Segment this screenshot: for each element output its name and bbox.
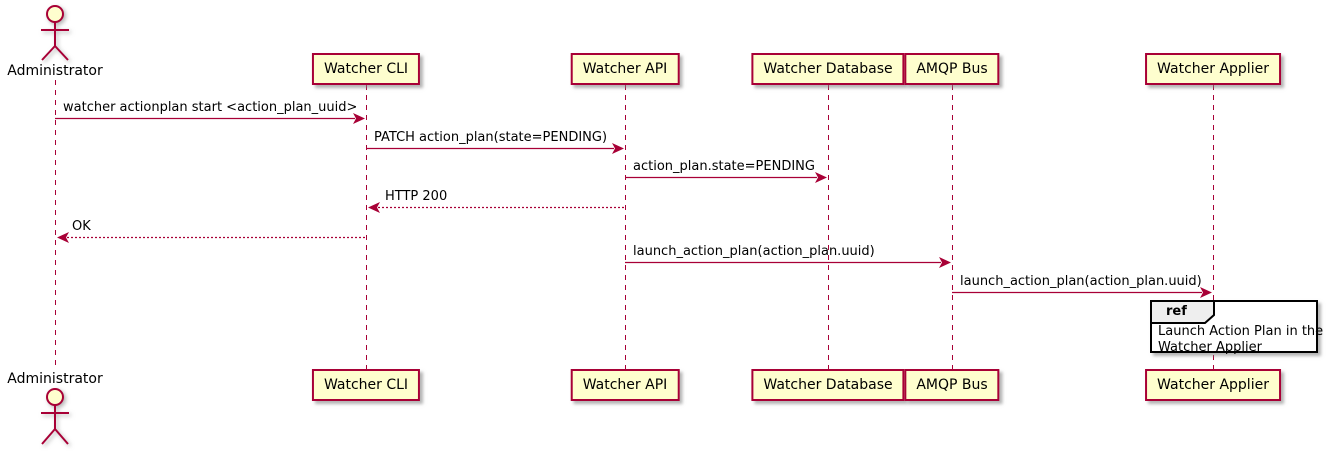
arrowhead-2 (612, 143, 624, 154)
message-label-7: launch_action_plan(action_plan.uuid) (960, 274, 1202, 289)
arrowhead-1 (353, 113, 365, 124)
ref-header-pentagon (1150, 300, 1215, 324)
ref-text-line2: Watcher Applier (1158, 340, 1262, 355)
participant-box-amqp-bus-top: AMQP Bus (904, 53, 1000, 85)
participant-box-watcher-cli-bottom: Watcher CLI (311, 369, 421, 401)
ref-keyword: ref (1166, 304, 1187, 319)
message-label-2: PATCH action_plan(state=PENDING) (374, 130, 608, 145)
message-label-6: launch_action_plan(action_plan.uuid) (633, 244, 875, 259)
arrowhead-3 (815, 172, 827, 183)
participant-box-watcher-applier-top: Watcher Applier (1145, 53, 1281, 85)
actor-label-administrator-bottom: Administrator (7, 371, 103, 387)
message-label-3: action_plan.state=PENDING (633, 159, 815, 174)
lifelines (55, 80, 1214, 369)
participant-box-watcher-applier-bottom: Watcher Applier (1145, 369, 1281, 401)
actor-figure-bottom (41, 388, 69, 445)
arrowhead-6 (939, 257, 951, 268)
participant-box-watcher-database-bottom: Watcher Database (751, 369, 905, 401)
participant-box-watcher-api-top: Watcher API (570, 53, 680, 85)
arrowhead-4 (368, 202, 380, 213)
message-arrows: Watcher CLI (return) --> Administrator (… (55, 113, 1212, 298)
arrowhead-7 (1200, 287, 1212, 298)
participant-box-watcher-database-top: Watcher Database (751, 53, 905, 85)
ref-text-line1: Launch Action Plan in the (1158, 324, 1324, 339)
message-label-4: HTTP 200 (385, 189, 448, 204)
participant-box-watcher-api-bottom: Watcher API (570, 369, 680, 401)
actor-figure-top (41, 5, 69, 61)
participant-box-amqp-bus-bottom: AMQP Bus (904, 369, 1000, 401)
ref-text: Launch Action Plan in the Watcher Applie… (1158, 324, 1323, 356)
arrowhead-5 (57, 232, 69, 243)
message-label-5: OK (72, 219, 91, 234)
participant-box-watcher-cli-top: Watcher CLI (311, 53, 421, 85)
message-label-1: watcher actionplan start <action_plan_uu… (63, 100, 358, 115)
actor-label-administrator-top: Administrator (7, 63, 103, 79)
ref-fragment: ref Launch Action Plan in the Watcher Ap… (1150, 300, 1323, 355)
